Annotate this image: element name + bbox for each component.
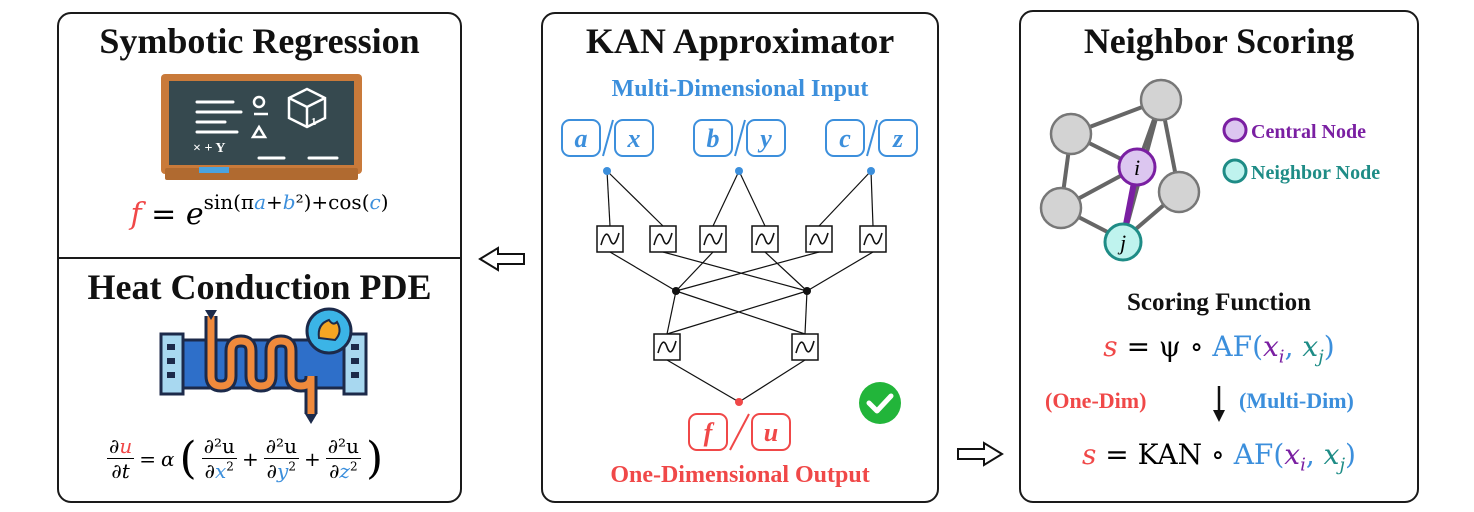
formula-e: e xyxy=(185,197,204,232)
scoring-function-title: Scoring Function xyxy=(1126,289,1312,316)
multi-dim-label: (Multi-Dim) xyxy=(1239,388,1354,413)
arrow-left-icon xyxy=(478,246,525,272)
pde-plus-2: + xyxy=(303,446,321,471)
left-divider xyxy=(59,257,460,259)
chalkboard-icon: × + Y 1 xyxy=(161,74,362,180)
board-glyphs: × + Y xyxy=(193,141,226,156)
output-u: u xyxy=(764,418,778,447)
symbolic-regression-title: Symbotic Regression xyxy=(99,21,420,61)
formula-exponent: sin(πa+b²)+cos(c) xyxy=(203,190,389,214)
one-dim-label: (One-Dim) xyxy=(1045,388,1147,413)
kan-title: KAN Approximator xyxy=(585,21,895,61)
graph-diagram: i j Central Node Neighbor Node xyxy=(1039,78,1380,262)
formula-eq: = xyxy=(141,197,186,232)
arrow-right-icon xyxy=(957,441,1004,467)
pde-rparen: ) xyxy=(365,432,384,484)
node-j xyxy=(1103,222,1143,262)
neighbor-scoring-title: Neighbor Scoring xyxy=(1083,21,1355,61)
pde-alpha: α xyxy=(161,446,175,471)
node-i xyxy=(1117,147,1157,187)
pde-term-x: ∂²u ∂x2 xyxy=(201,434,237,483)
pde-formula: ∂u ∂t = α ( ∂²u ∂x2 + ∂²u ∂y2 + ∂²u ∂z2 … xyxy=(107,434,383,483)
legend-neighbor: Neighbor Node xyxy=(1251,162,1380,184)
pde-term-z: ∂²u ∂z2 xyxy=(325,434,361,483)
node-j-label: j xyxy=(1117,230,1126,255)
input-y: y xyxy=(757,124,772,153)
pde-lhs: ∂u ∂t xyxy=(107,434,135,483)
output-f: f xyxy=(704,418,715,447)
check-icon xyxy=(859,382,901,424)
output-label: One-Dimensional Output xyxy=(610,462,870,488)
arrow-down-icon xyxy=(1213,386,1225,422)
input-b: b xyxy=(707,124,720,153)
pde-term-y: ∂²u ∂y2 xyxy=(263,434,299,483)
formula-f: f xyxy=(130,197,142,232)
input-x: x xyxy=(627,124,641,153)
svg-text:1: 1 xyxy=(311,116,317,128)
input-z: z xyxy=(892,124,904,153)
node-i-label: i xyxy=(1134,155,1140,180)
pde-eq: = xyxy=(139,446,156,471)
heat-conduction-title: Heat Conduction PDE xyxy=(87,267,432,307)
heat-pipe-icon xyxy=(159,307,368,424)
input-label: Multi-Dimensional Input xyxy=(611,76,869,102)
scoring-formula-1: s = ψ ∘ AF(xi, xj) xyxy=(1103,330,1335,368)
right-panel: Neighbor Scoring i j Central Node Neighb… xyxy=(1019,10,1419,503)
center-panel: KAN Approximator Multi-Dimensional Input… xyxy=(541,12,939,503)
symbolic-formula: f = esin(πa+b²)+cos(c) xyxy=(59,190,460,232)
pde-plus-1: + xyxy=(241,446,259,471)
scoring-formula-2: s = KAN ∘ AF(xi, xj) xyxy=(1082,438,1356,476)
legend-central: Central Node xyxy=(1251,121,1366,143)
input-c: c xyxy=(839,124,851,153)
left-panel: Symbotic Regression × + Y 1 f = esin(πa+… xyxy=(57,12,462,503)
kan-network: a x b y c z xyxy=(561,119,918,451)
pde-lparen: ( xyxy=(179,432,197,484)
input-a: a xyxy=(575,124,588,153)
